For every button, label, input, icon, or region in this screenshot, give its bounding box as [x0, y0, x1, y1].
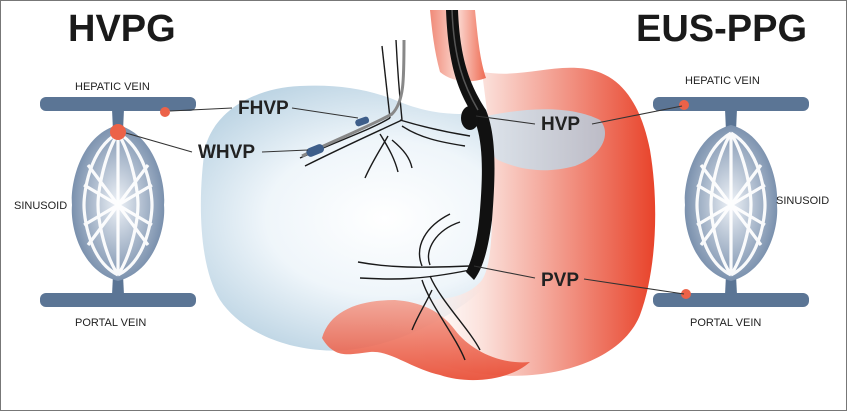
- right-hepatic-marker: [679, 100, 689, 110]
- catheter-balloon-whvp: [306, 144, 325, 157]
- title-eus-ppg: EUS-PPG: [636, 8, 807, 50]
- whvp-label: WHVP: [198, 142, 255, 163]
- stomach-lower-fold: [322, 300, 530, 381]
- leader-lines: [125, 105, 685, 295]
- hvp-label: HVP: [541, 114, 580, 135]
- endoscope: [446, 10, 495, 280]
- right-portal-vein-label: PORTAL VEIN: [690, 317, 761, 329]
- fhvp-label: FHVP: [238, 98, 289, 119]
- liver-overlap: [478, 109, 606, 171]
- right-hepatic-vein-label: HEPATIC VEIN: [685, 75, 760, 87]
- right-sinusoid-label: SINUSOID: [776, 195, 829, 207]
- left-portal-vein-label: PORTAL VEIN: [75, 317, 146, 329]
- right-portal-marker: [681, 289, 691, 299]
- endoscope-inner-line: [451, 9, 479, 111]
- title-hvpg: HVPG: [68, 8, 176, 50]
- pvp-label: PVP: [541, 270, 579, 291]
- left-wedge-marker: [110, 124, 126, 140]
- catheter: [301, 39, 406, 158]
- left-hepatic-vein-label: HEPATIC VEIN: [75, 81, 150, 93]
- endoscope-bulge: [461, 106, 479, 130]
- left-sinusoid-label: SINUSOID: [14, 200, 67, 212]
- catheter-balloon-fhvp: [355, 116, 370, 127]
- left-hepatic-marker: [160, 107, 170, 117]
- portal-vein-branches: [357, 213, 481, 361]
